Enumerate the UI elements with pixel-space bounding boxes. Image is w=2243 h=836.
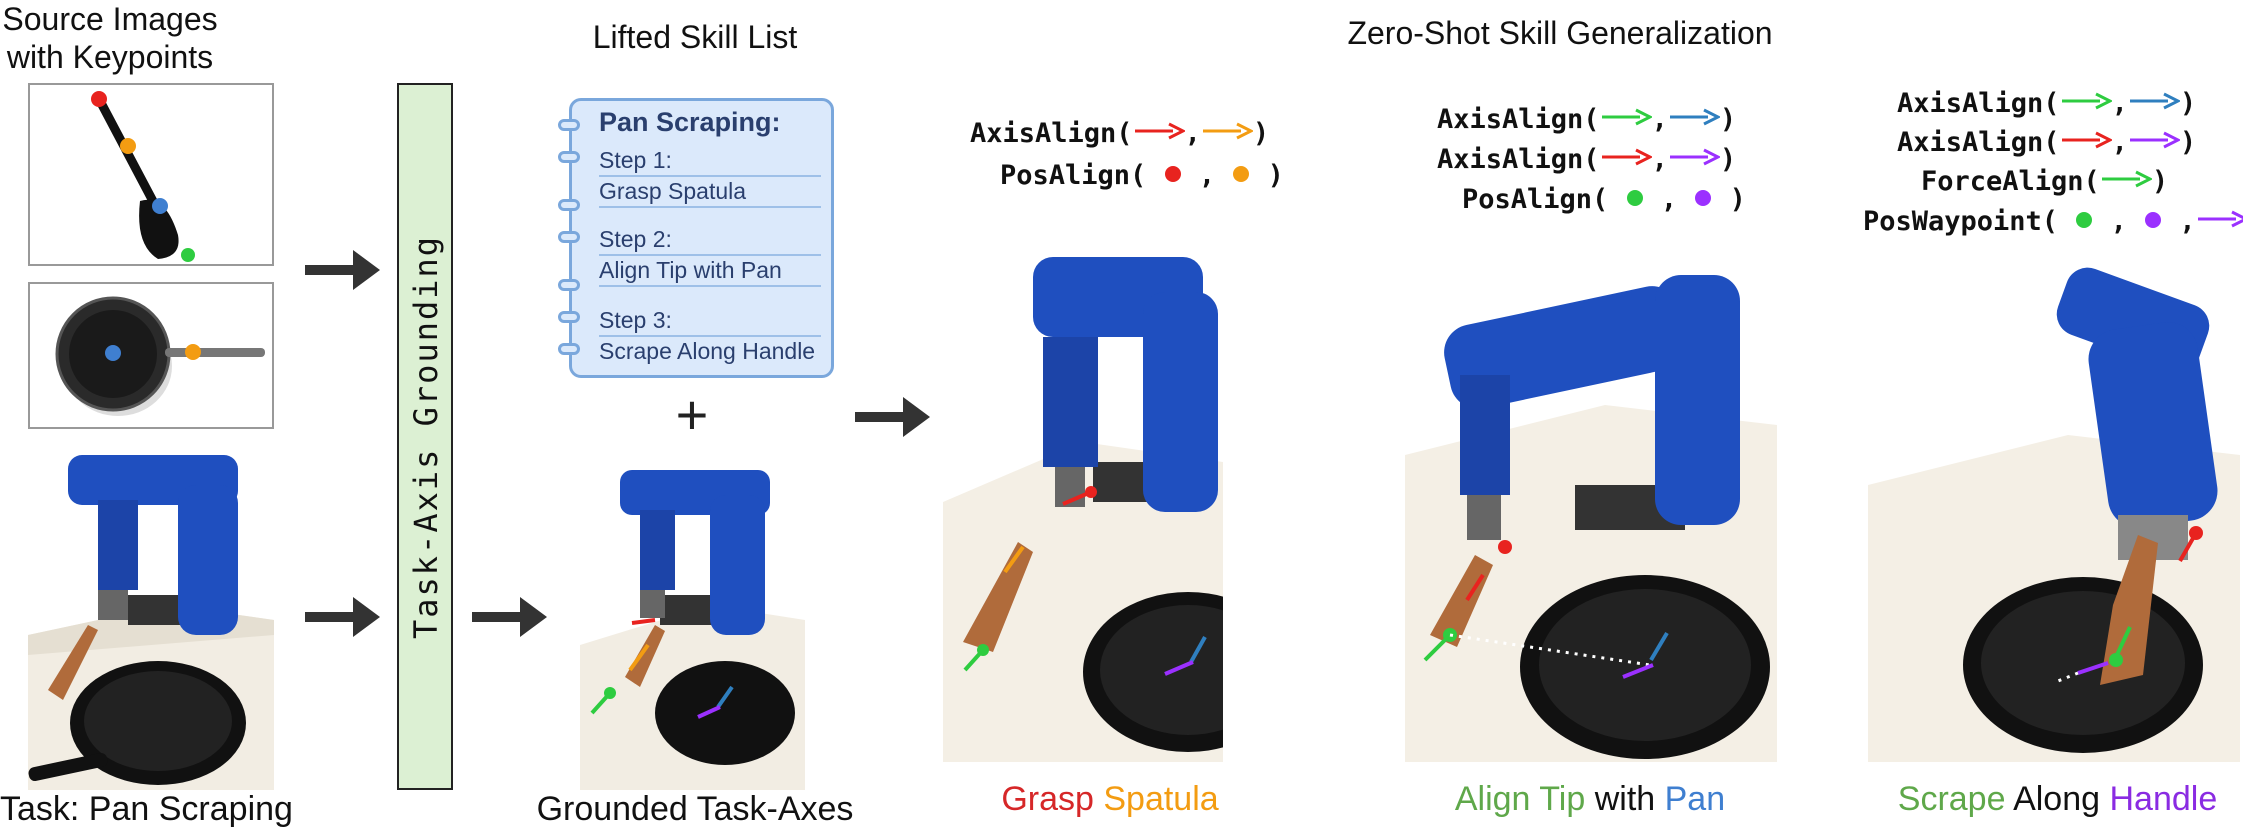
caption-handle-word: Handle <box>2109 780 2218 818</box>
arrow-right-icon <box>305 250 380 290</box>
purple-point-icon <box>2145 212 2162 228</box>
pan-handle <box>165 348 265 357</box>
align-axisalign-line-1: AxisAlign(,) <box>1437 104 1737 135</box>
robot-scene-align <box>1405 275 1777 762</box>
green-arrow-icon <box>2101 170 2154 188</box>
notebook-title: Pan Scraping: <box>599 107 781 137</box>
pan-keypoint-figure <box>55 296 265 416</box>
blue-arrow-icon <box>2129 92 2182 110</box>
notebook-ring <box>558 343 580 355</box>
caption-grasp-word: Grasp <box>1001 780 1094 818</box>
green-arrow-icon <box>2061 92 2113 110</box>
notebook-step-text: Align Tip with Pan <box>599 257 782 283</box>
source-title-line2: with Keypoints <box>6 39 214 75</box>
task-scene-photo <box>28 445 274 790</box>
grasp-scene-photo <box>943 252 1223 762</box>
green-point-icon <box>2076 212 2093 228</box>
scrape-poswaypoint-line: PosWaypoint( , ,) <box>1863 206 2243 237</box>
red-arrow-icon <box>2061 131 2113 149</box>
caption-scrape-word: Scrape <box>1897 780 2006 818</box>
notebook-ring <box>558 311 580 323</box>
red-arrow-icon <box>1601 148 1653 166</box>
align-scene-photo <box>1405 255 1777 762</box>
grasp-caption: Grasp Spatula <box>960 780 1260 819</box>
grasp-axisalign-line: AxisAlign(,) <box>970 118 1270 149</box>
keypoint-pan-handle <box>185 344 201 360</box>
green-point-icon <box>1626 190 1643 206</box>
grounded-caption: Grounded Task-Axes <box>536 790 854 828</box>
notebook-step-text: Scrape Along Handle <box>599 338 816 364</box>
pan-source-image <box>28 282 274 429</box>
generalization-title: Zero-Shot Skill Generalization <box>1347 15 1773 51</box>
notebook-step-label: Step 2: <box>599 226 672 252</box>
orange-point-icon <box>1233 166 1250 182</box>
skill-list-title: Lifted Skill List <box>592 19 798 55</box>
task-axis-grounding-bar: Task-Axis Grounding <box>397 83 453 790</box>
align-posalign-line: PosAlign( , ) <box>1462 184 1746 215</box>
plus-sign: + <box>675 383 709 446</box>
purple-point-icon <box>1695 190 1712 206</box>
caption-pan-word: Pan <box>1664 780 1726 818</box>
keypoint-pan-center <box>105 345 121 361</box>
robot-scene-scrape <box>1868 267 2240 762</box>
purple-arrow-icon <box>2129 131 2182 149</box>
grounded-scene-photo <box>580 455 805 790</box>
keypoint-red <box>91 91 107 107</box>
arrow-right-icon <box>472 597 547 637</box>
grounding-label: Task-Axis Grounding <box>407 234 445 639</box>
keypoint-blue <box>152 198 168 214</box>
task-caption: Task: Pan Scraping <box>0 790 293 828</box>
arrow-right-icon <box>305 597 380 637</box>
notebook-step-text: Grasp Spatula <box>599 178 747 204</box>
notebook-step-label: Step 3: <box>599 307 672 333</box>
notebook-ring <box>558 119 580 131</box>
spatula-blade <box>139 199 179 259</box>
notebook-ring <box>558 279 580 291</box>
keypoint-green <box>181 248 195 262</box>
arrow-right-icon <box>855 397 930 437</box>
align-caption: Align Tip with Pan <box>1454 780 1726 818</box>
red-point-icon <box>1164 166 1181 182</box>
robot-scene-grounded <box>580 470 805 790</box>
scrape-scene-photo <box>1868 265 2240 762</box>
notebook-step-label: Step 1: <box>599 147 672 173</box>
scrape-axisalign-line-1: AxisAlign(,) <box>1897 88 2197 119</box>
scrape-forcealign-line: ForceAlign() <box>1921 166 2169 197</box>
grasp-posalign-line: PosAlign( , ) <box>1000 160 1284 191</box>
robot-scene-grasp <box>943 257 1223 762</box>
source-title-line1: Source Images <box>2 1 218 37</box>
skill-notebook: Pan Scraping: Step 1: Grasp Spatula Step… <box>558 98 834 378</box>
spatula-keypoint-figure <box>91 91 195 262</box>
green-arrow-icon <box>1601 108 1653 126</box>
purple-arrow-icon <box>2197 210 2243 228</box>
orange-arrow-icon <box>1202 122 1255 140</box>
blue-arrow-icon <box>1669 108 1722 126</box>
caption-spatula-word: Spatula <box>1103 780 1219 818</box>
scrape-axisalign-line-2: AxisAlign(,) <box>1897 127 2197 158</box>
align-axisalign-line-2: AxisAlign(,) <box>1437 144 1737 175</box>
notebook-ring <box>558 199 580 211</box>
robot-scene-small <box>28 455 274 790</box>
notebook-ring <box>558 151 580 163</box>
caption-align-tip-word: Align Tip <box>1454 780 1586 818</box>
red-arrow-icon <box>1134 122 1186 140</box>
scrape-caption: Scrape Along Handle <box>1897 780 2218 818</box>
purple-arrow-icon <box>1669 148 1722 166</box>
notebook-ring <box>558 231 580 243</box>
source-title: Source Images with Keypoints <box>0 0 220 76</box>
spatula-source-image <box>28 83 274 266</box>
keypoint-orange <box>120 138 136 154</box>
